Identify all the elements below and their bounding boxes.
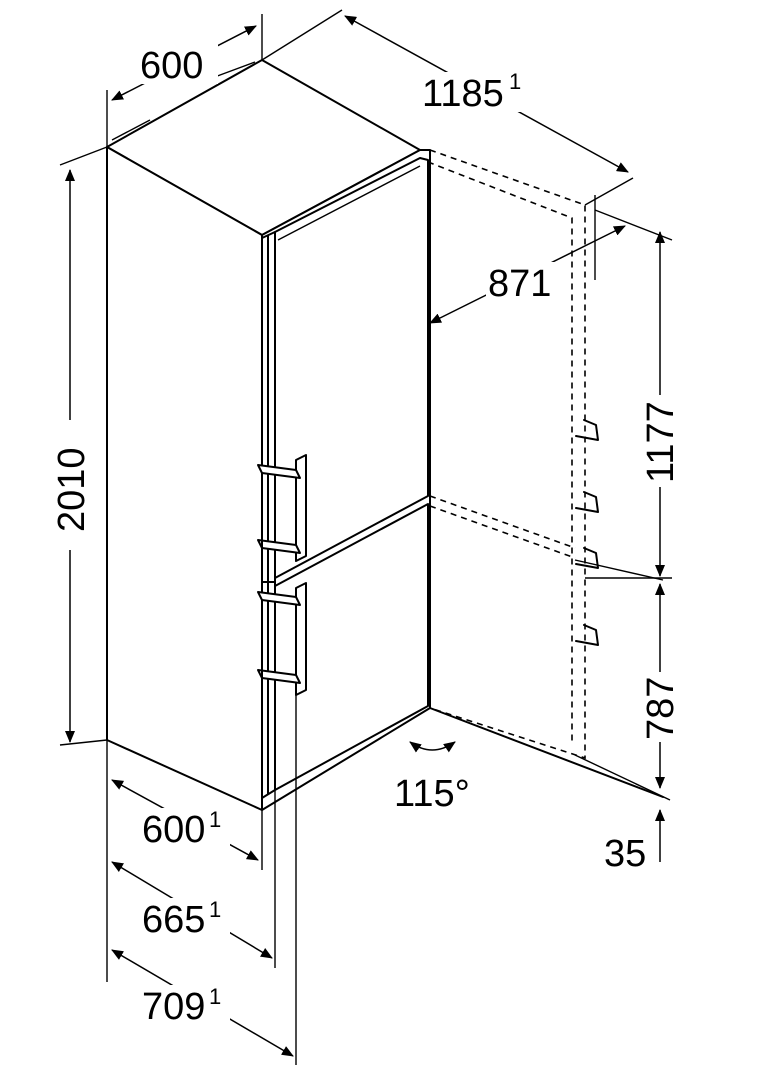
fridge-body [106, 59, 431, 811]
dimension-labels: 600 1185 1 871 2010 1177 787 35 115° 600… [50, 44, 682, 1028]
width-top-label: 600 [140, 45, 203, 87]
open-door-outline [427, 149, 664, 798]
upper-door-handle [257, 454, 307, 562]
depth-body-label: 600 [142, 809, 205, 851]
depth-with-door-note: 1 [209, 897, 221, 922]
height-total-label: 2010 [51, 447, 93, 532]
door-open-depth-label: 871 [488, 263, 551, 305]
lower-door-handle [257, 582, 307, 696]
plinth-height-label: 35 [604, 833, 646, 875]
fridge-side-face [106, 146, 263, 811]
lower-door-height-label: 787 [640, 677, 682, 740]
fridge-front-face [261, 149, 431, 811]
rotation-arrow-icon [409, 741, 456, 753]
opening-angle-label: 115° [394, 773, 470, 815]
depth-body-note: 1 [209, 807, 221, 832]
depth-open-total-label: 1185 [422, 73, 504, 115]
depth-open-total-note: 1 [509, 69, 521, 94]
lower-door [274, 503, 429, 791]
depth-with-handle-label: 709 [142, 986, 205, 1028]
upper-door-height-label: 1177 [640, 401, 682, 483]
depth-with-door-label: 665 [142, 899, 205, 941]
depth-with-handle-note: 1 [209, 984, 221, 1009]
